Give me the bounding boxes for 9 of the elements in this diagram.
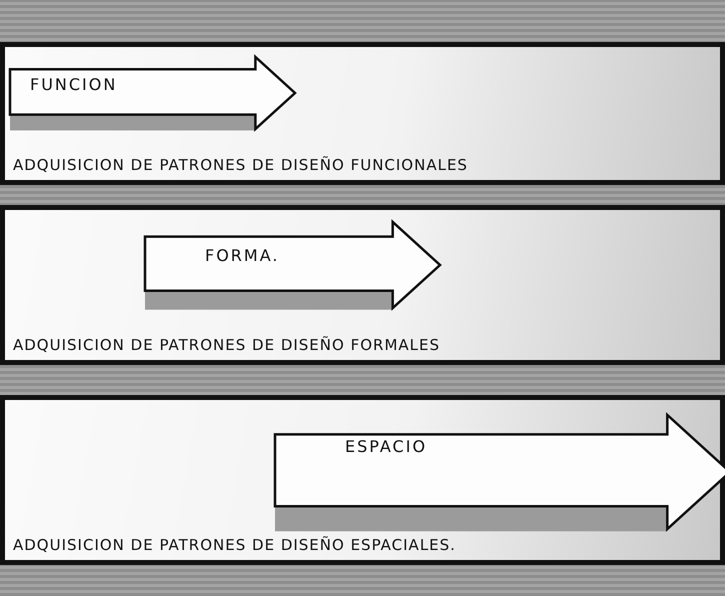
arrow-label: ESPACIO xyxy=(345,437,428,456)
arrow-label: FORMA. xyxy=(205,246,280,265)
band-panel xyxy=(0,205,725,365)
arrow-label: FUNCION xyxy=(30,75,118,94)
band-panel xyxy=(0,395,725,565)
band-caption: ADQUISICION DE PATRONES DE DISEÑO FORMALES xyxy=(13,336,441,354)
band-caption: ADQUISICION DE PATRONES DE DISEÑO ESPACIALES. xyxy=(13,536,457,554)
band-caption: ADQUISICION DE PATRONES DE DISEÑO FUNCIONALES xyxy=(13,156,469,174)
band-panel xyxy=(0,42,725,185)
